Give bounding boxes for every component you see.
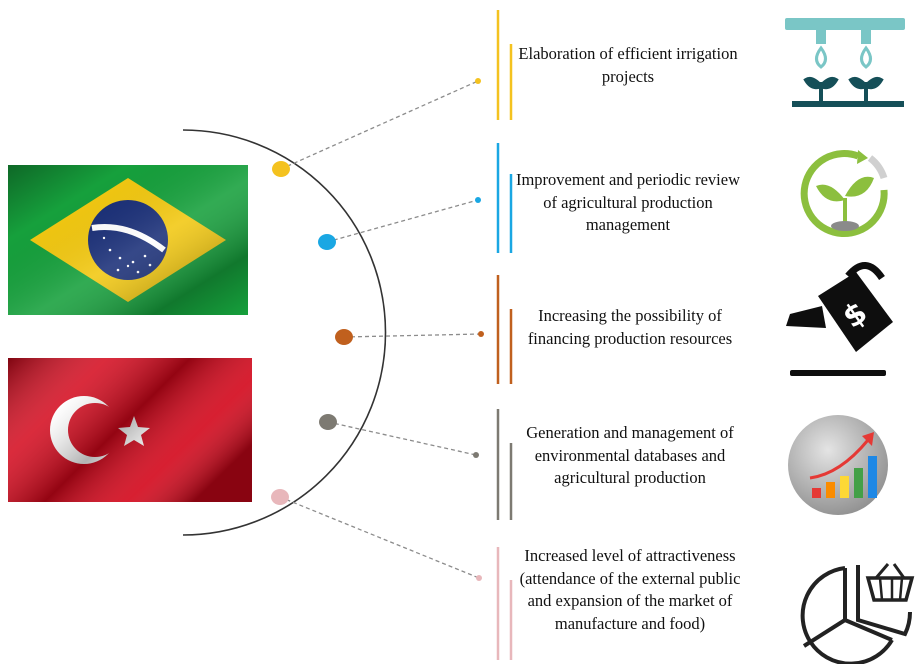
item-bars — [496, 10, 513, 660]
item-text-financing: Increasing the possibility of financing … — [527, 306, 733, 348]
money-watering-can-icon: $ — [786, 262, 893, 376]
dashed-connector — [343, 333, 482, 338]
item-text-attractiveness: Increased level of attractiveness (atten… — [519, 546, 741, 633]
end-dot — [475, 197, 481, 203]
dashed-connectors — [279, 80, 482, 579]
dashed-connector — [326, 199, 479, 243]
arc-dot — [335, 329, 353, 345]
arc-dot — [318, 234, 336, 250]
end-dot — [476, 575, 482, 581]
arc-dot — [319, 414, 337, 430]
arc-dots — [271, 161, 353, 505]
growth-chart-icon — [788, 415, 888, 515]
arc-dot — [271, 489, 289, 505]
dashed-connector — [327, 421, 477, 456]
item-text-irrigation: Elaboration of efficient irrigation proj… — [518, 44, 738, 86]
dashed-connector — [279, 496, 480, 579]
arc-dot — [272, 161, 290, 177]
turkey-flag — [8, 358, 252, 502]
dashed-connector — [280, 80, 479, 170]
end-dots — [473, 78, 484, 581]
end-dot — [475, 78, 481, 84]
seedling-cycle-icon — [800, 150, 888, 238]
connector-arc — [182, 129, 387, 536]
market-basket-pie-icon — [800, 563, 915, 664]
end-dot — [478, 331, 484, 337]
item-text-databases: Generation and management of environment… — [526, 423, 734, 487]
end-dot — [473, 452, 479, 458]
irrigation-icon — [785, 18, 905, 107]
brazil-flag — [8, 165, 248, 315]
item-text-production-management: Improvement and periodic review of agric… — [515, 170, 741, 234]
